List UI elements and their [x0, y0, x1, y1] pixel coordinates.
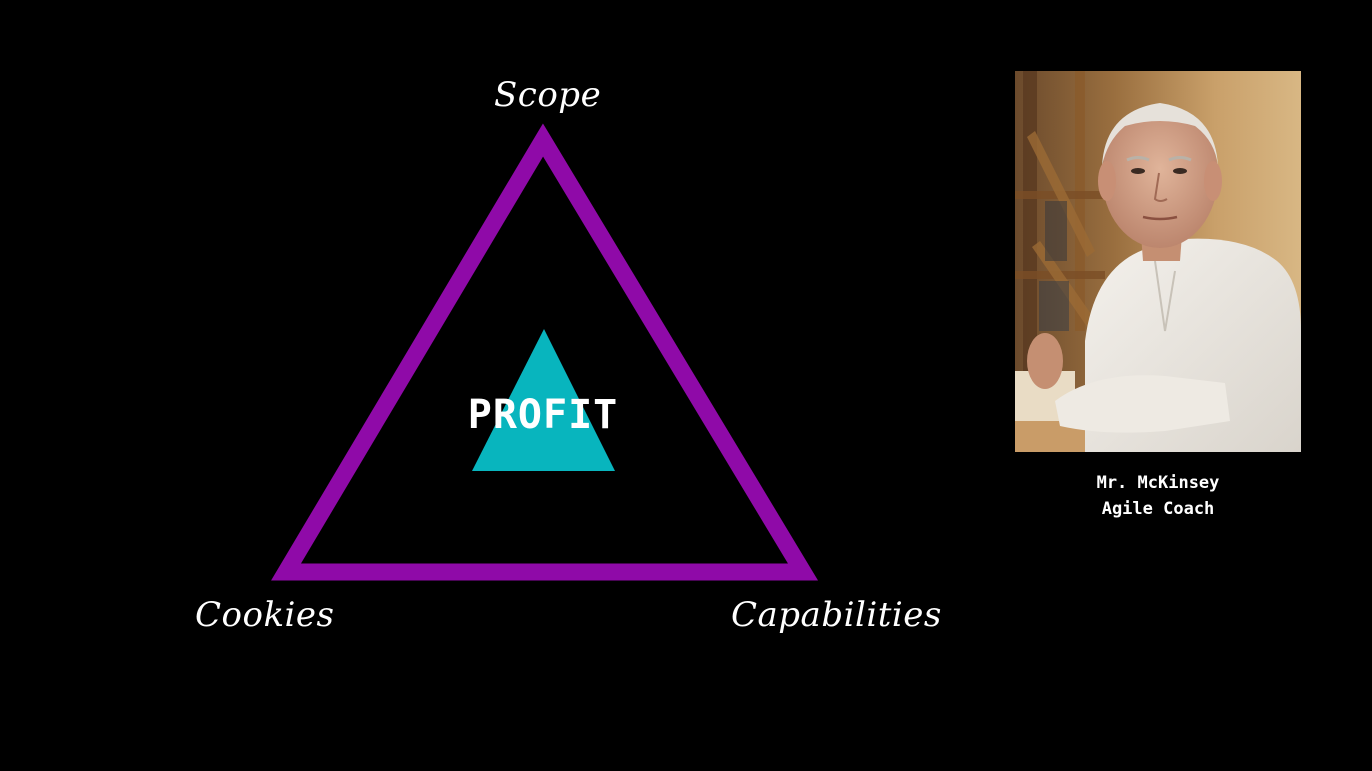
profile-caption: Mr. McKinsey Agile Coach [1015, 470, 1301, 522]
profile-name: Mr. McKinsey [1096, 473, 1220, 493]
profile-role: Agile Coach [1101, 499, 1215, 519]
vertex-label-cookies: Cookies [195, 595, 335, 635]
vertex-label-scope: Scope [494, 75, 602, 115]
center-label-profit: PROFIT [467, 392, 619, 438]
inner-triangle [472, 329, 615, 471]
portrait-photo [1015, 71, 1301, 452]
outer-triangle [271, 123, 819, 581]
vertex-label-capabilities: Capabilities [731, 595, 942, 635]
